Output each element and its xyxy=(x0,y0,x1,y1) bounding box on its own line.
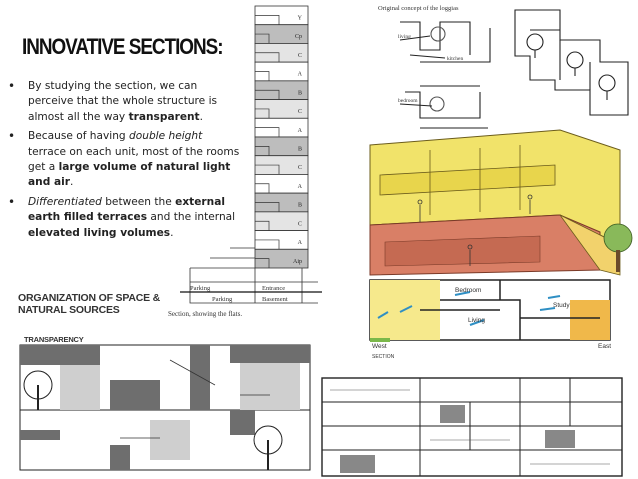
tower-base-label: Parking xyxy=(190,285,211,292)
loggia-caption: Original concept of the loggias xyxy=(378,5,459,12)
tower-unit-label: C xyxy=(298,109,302,115)
bullet-item: • By studying the section, we can percei… xyxy=(8,79,218,123)
tower-stair xyxy=(255,71,270,81)
tower-unit-label: C xyxy=(298,165,302,171)
tower-stair xyxy=(255,220,270,231)
loggia-label: bedroom xyxy=(398,98,418,104)
tower-base-label: Basement xyxy=(262,296,288,303)
tower-unit-label: B xyxy=(298,203,302,209)
page-title: INNOVATIVE SECTIONS: xyxy=(22,34,223,59)
tower-unit-label: A xyxy=(298,240,303,246)
tower-unit-label: A xyxy=(298,72,303,78)
tower-stair xyxy=(255,183,270,194)
tower-stair xyxy=(255,127,280,137)
tower-stair xyxy=(255,202,280,212)
tower-stair xyxy=(255,258,270,268)
tower-stair xyxy=(255,164,280,175)
section-label: Living xyxy=(468,317,485,324)
tower-unit-label: A xyxy=(298,128,303,134)
tower-unit-label: Cp xyxy=(295,34,302,40)
section-label: West xyxy=(372,343,387,350)
tower-unit-label: B xyxy=(298,90,302,96)
bullet-item: • Because of having double height terrac… xyxy=(8,129,240,189)
tower-unit-label: C xyxy=(298,53,302,59)
tower-unit-label: C xyxy=(298,221,302,227)
section-label: East xyxy=(598,343,611,350)
tower-unit-label: Y xyxy=(298,15,303,21)
tower-stair xyxy=(255,33,270,44)
tower-stair xyxy=(255,89,280,100)
section-label: Bedroom xyxy=(455,287,481,294)
bullet-list: • By studying the section, we can percei… xyxy=(8,79,240,245)
tower-stair xyxy=(255,108,270,119)
tower-stair xyxy=(255,239,280,250)
tower-unit-labels: Y CpC A B C A B C A B C A Aip xyxy=(293,15,303,264)
loggia-label: kitchen xyxy=(447,56,463,62)
tower-stair xyxy=(255,15,280,25)
tower-base-label: Parking xyxy=(212,296,233,303)
loggia-label: living xyxy=(398,34,411,40)
tower-stair xyxy=(255,146,270,156)
tower-floors xyxy=(180,5,322,304)
section-label: Study xyxy=(553,302,570,309)
organization-caption: ORGANIZATION OF SPACE & NATURAL SOURCES xyxy=(18,292,161,316)
tower-base-label: Entrance xyxy=(262,285,286,292)
tower-unit-label: Aip xyxy=(293,259,302,265)
tower-unit-label: B xyxy=(298,146,302,152)
tower-caption: Section, showing the flats. xyxy=(168,310,243,318)
tower-stair xyxy=(255,52,280,63)
transparency-caption: TRANSPARENCY xyxy=(24,335,84,344)
bullet-item: • Differentiated between the external ea… xyxy=(8,194,236,239)
section-label: SECTION xyxy=(372,354,395,360)
tower-unit-label: A xyxy=(298,184,303,190)
tower-podium xyxy=(189,247,318,304)
